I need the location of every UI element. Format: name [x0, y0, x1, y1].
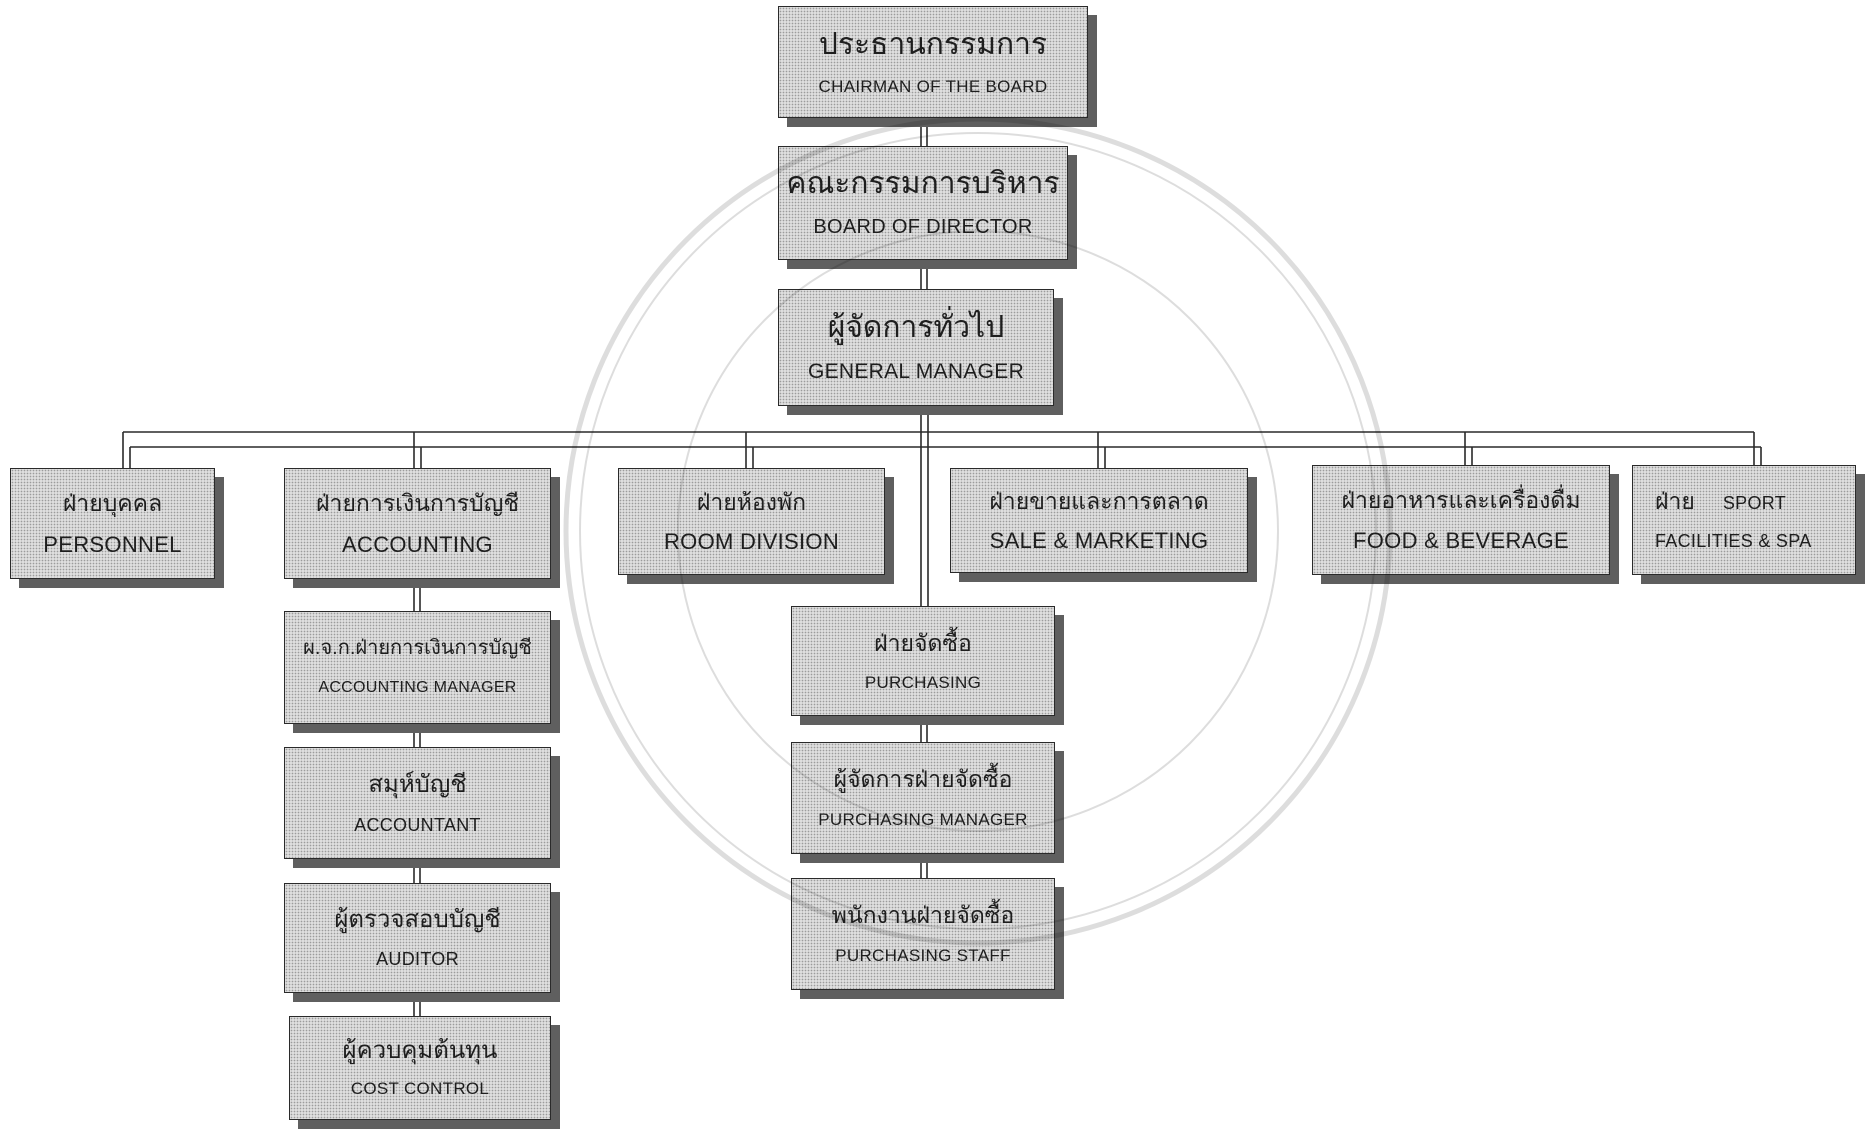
accounting-title-th: ฝ่ายการเงินการบัญชี: [316, 490, 519, 517]
cost-control-title-en: COST CONTROL: [350, 1079, 490, 1099]
room-division-box: ฝ่ายห้องพัก ROOM DIVISION: [618, 468, 885, 575]
cost-control-title-th: ผู้ควบคุมต้นทุน: [342, 1037, 498, 1065]
accountant-title-th: สมุห์บัญชี: [368, 770, 467, 798]
food-beverage-box: ฝ่ายอาหารและเครื่องดื่ม FOOD & BEVERAGE: [1312, 465, 1610, 575]
purchasing-title-en: PURCHASING: [864, 672, 982, 692]
purchasing-title-th: ฝ่ายจัดซื้อ: [874, 629, 972, 656]
chairman-title-th: ประธานกรรมการ: [818, 27, 1048, 61]
general-manager-title-th: ผู้จัดการทั่วไป: [827, 310, 1005, 344]
cost-control-box: ผู้ควบคุมต้นทุน COST CONTROL: [289, 1016, 551, 1120]
purchasing-manager-box: ผู้จัดการฝ่ายจัดซื้อ PURCHASING MANAGER: [791, 742, 1055, 854]
auditor-title-th: ผู้ตรวจสอบบัญชี: [334, 905, 501, 933]
board-of-director-box: คณะกรรมการบริหาร BOARD OF DIRECTOR: [778, 146, 1068, 260]
sport-title-th: ฝ่าย: [1655, 488, 1695, 515]
food-beverage-title-th: ฝ่ายอาหารและเครื่องดื่ม: [1341, 486, 1581, 513]
personnel-box: ฝ่ายบุคคล PERSONNEL: [10, 468, 215, 579]
sale-marketing-title-en: SALE & MARKETING: [989, 527, 1209, 553]
chairman-title-en: CHAIRMAN OF THE BOARD: [818, 76, 1048, 96]
personnel-title-en: PERSONNEL: [43, 531, 182, 557]
board-title-en: BOARD OF DIRECTOR: [813, 215, 1033, 238]
room-division-title-th: ฝ่ายห้องพัก: [696, 488, 807, 515]
accountant-box: สมุห์บัญชี ACCOUNTANT: [284, 747, 551, 859]
purchasing-box: ฝ่ายจัดซื้อ PURCHASING: [791, 606, 1055, 716]
purchasing-staff-title-th: พนักงานฝ่ายจัดซื้อ: [831, 902, 1015, 929]
accounting-manager-title-en: ACCOUNTING MANAGER: [318, 679, 517, 697]
general-manager-box: ผู้จัดการทั่วไป GENERAL MANAGER: [778, 289, 1054, 406]
sport-title-en: SPORT: [1722, 493, 1787, 514]
auditor-title-en: AUDITOR: [376, 949, 459, 970]
chairman-box: ประธานกรรมการ CHAIRMAN OF THE BOARD: [778, 6, 1088, 118]
purchasing-staff-title-en: PURCHASING STAFF: [835, 946, 1011, 966]
accounting-box: ฝ่ายการเงินการบัญชี ACCOUNTING: [284, 468, 551, 579]
sale-marketing-box: ฝ่ายขายและการตลาด SALE & MARKETING: [950, 468, 1248, 573]
sale-marketing-title-th: ฝ่ายขายและการตลาด: [989, 488, 1209, 515]
purchasing-staff-box: พนักงานฝ่ายจัดซื้อ PURCHASING STAFF: [791, 878, 1055, 990]
accounting-manager-box: ผ.จ.ก.ฝ่ายการเงินการบัญชี ACCOUNTING MAN…: [284, 611, 551, 724]
sport-title-en-line2: FACILITIES & SPA: [1655, 531, 1812, 551]
board-title-th: คณะกรรมการบริหาร: [786, 167, 1060, 201]
purchasing-manager-title-th: ผู้จัดการฝ่ายจัดซื้อ: [833, 766, 1013, 793]
sport-title-row: ฝ่าย SPORT: [1655, 488, 1786, 514]
food-beverage-title-en: FOOD & BEVERAGE: [1353, 527, 1569, 553]
accounting-manager-title-th: ผ.จ.ก.ฝ่ายการเงินการบัญชี: [303, 637, 532, 660]
purchasing-manager-title-en: PURCHASING MANAGER: [818, 810, 1028, 830]
auditor-box: ผู้ตรวจสอบบัญชี AUDITOR: [284, 883, 551, 993]
accountant-title-en: ACCOUNTANT: [354, 814, 481, 835]
general-manager-title-en: GENERAL MANAGER: [807, 360, 1025, 384]
accounting-title-en: ACCOUNTING: [342, 531, 493, 557]
sport-facilities-spa-box: ฝ่าย SPORT FACILITIES & SPA: [1632, 465, 1856, 575]
personnel-title-th: ฝ่ายบุคคล: [62, 490, 163, 517]
room-division-title-en: ROOM DIVISION: [663, 528, 840, 554]
